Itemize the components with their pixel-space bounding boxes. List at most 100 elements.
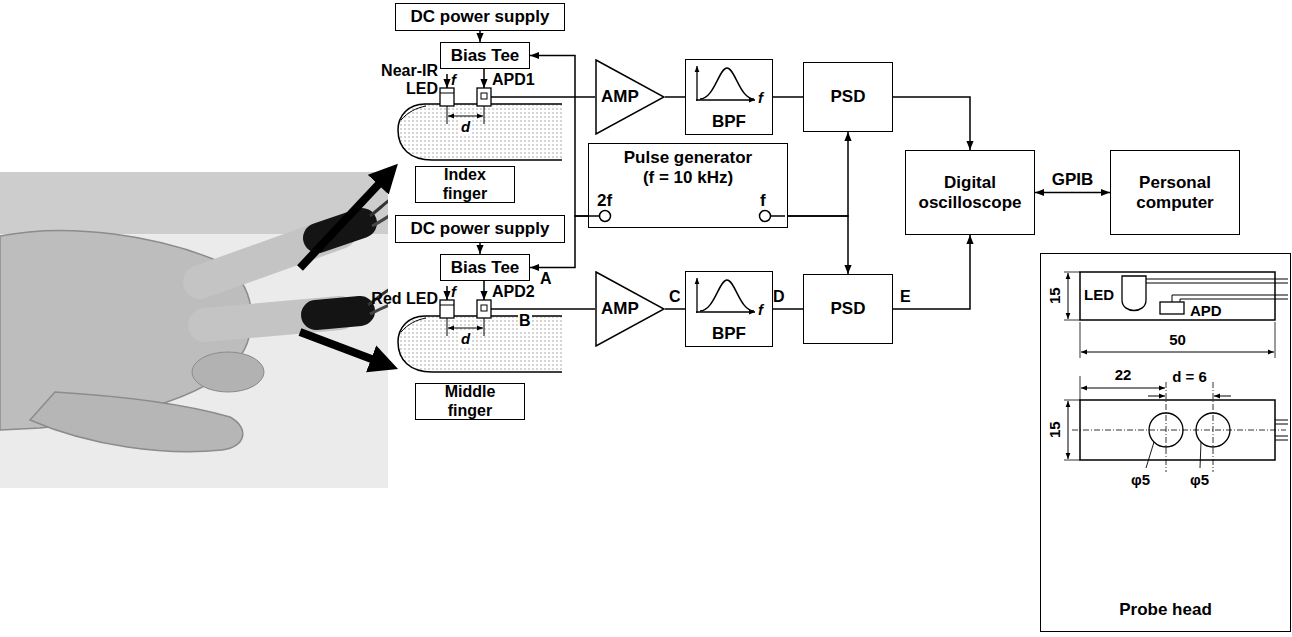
node-title: Personal computer (1117, 173, 1233, 212)
pointer-arrow (300, 170, 392, 268)
filter-response-icon (696, 99, 755, 100)
signal-connector (788, 216, 848, 274)
hand-photo (316, 311, 360, 315)
hand-photo (370, 198, 388, 216)
signal-connector (665, 96, 685, 98)
probe-head-inset: Probe head (1040, 253, 1291, 632)
node-title: AMP (601, 299, 639, 319)
node-text: BPF (686, 324, 772, 344)
finger-sensor-drawing (398, 104, 562, 160)
edge-label: GPIB (1050, 170, 1096, 190)
dimension-label: 15 (1045, 422, 1062, 439)
node-title: Middle finger (422, 383, 518, 420)
signal-connector (479, 243, 481, 254)
dimension-label: 22 (1115, 366, 1132, 383)
finger-sensor-drawing (440, 88, 454, 106)
hand-photo (30, 392, 243, 452)
pulse-generator-terminals (588, 211, 785, 222)
hand-photo (0, 172, 388, 488)
signal-connector (665, 308, 685, 310)
node-title: PSD (831, 299, 866, 319)
part-label: APD (1190, 302, 1222, 319)
node-title: AMP (601, 87, 639, 107)
probe-head-drawing (1172, 295, 1173, 302)
amplifier-outline (596, 272, 664, 346)
signal-connector (479, 31, 481, 42)
part-label: APD2 (492, 283, 535, 301)
probe-head-drawing (1275, 436, 1288, 437)
node-title: Digital oscilloscope (912, 173, 1028, 212)
node-title: Pulse generator (f = 10 kHz) (589, 148, 787, 187)
signal-connector (530, 56, 588, 217)
hand-photo (372, 214, 388, 226)
finger-sensor-drawing (477, 88, 491, 106)
probe-head-drawing (1146, 442, 1154, 468)
node-title: Bias Tee (451, 46, 520, 66)
pointer-arrow (300, 332, 390, 366)
probe-head-drawing (1200, 442, 1201, 468)
probe-head-drawing (1172, 295, 1288, 296)
bandpass-filter-box: fBPF (685, 271, 773, 347)
pulse-generator-terminals (760, 211, 771, 222)
amplifier-triangle: AMP (595, 271, 665, 347)
pulse-generator-terminals (588, 215, 600, 217)
finger-sensor-drawing (483, 69, 485, 88)
probe-head-drawing (1146, 279, 1288, 280)
finger-name-box: Index finger (415, 166, 515, 203)
probe-head-drawing (1081, 388, 1165, 389)
node-title: f (758, 301, 763, 318)
finger-sensor-drawing (440, 93, 454, 94)
probe-head-drawing (1064, 272, 1080, 273)
finger-sensor-drawing (491, 96, 595, 98)
node-text: 2f (597, 191, 612, 211)
dimension-label: d (460, 118, 471, 135)
filter-response-icon (696, 66, 755, 101)
probe-head-drawing (1214, 396, 1231, 397)
node-title: DC power supply (411, 7, 550, 27)
part-label: Red LED (366, 290, 438, 308)
node-title: Index finger (422, 166, 508, 203)
filter-response-icon (696, 278, 755, 313)
finger-name-box: Middle finger (415, 383, 525, 420)
finger-sensor-drawing (446, 74, 448, 88)
amplifier-outline (596, 60, 664, 134)
pulse-generator-terminals (600, 211, 611, 222)
dimension-label: d = 6 (1172, 368, 1207, 385)
bias-tee-box: Bias Tee (440, 42, 530, 69)
finger-sensor-drawing (484, 106, 485, 124)
phase-detector-box: PSD (803, 274, 893, 344)
finger-sensor-drawing (401, 106, 426, 120)
part-label: Near-IR LED (372, 62, 438, 99)
probe-head-drawing (1064, 320, 1080, 321)
probe-head-drawing (1122, 276, 1146, 311)
signal-connector (893, 97, 970, 150)
signal-connector (788, 132, 848, 216)
dimension-label: 50 (1169, 331, 1186, 348)
finger-sensor-drawing (447, 106, 448, 124)
node-title: DC power supply (411, 219, 550, 239)
bandpass-filter-box: fBPF (685, 59, 773, 135)
probe-head-drawing (1064, 272, 1288, 472)
probe-head-drawing (1068, 401, 1069, 459)
phase-detector-box: PSD (803, 62, 893, 132)
dimension-label: φ5 (1131, 471, 1150, 488)
probe-head-drawing (1080, 376, 1081, 400)
filter-response-icon (700, 68, 754, 99)
signal-connector (773, 96, 803, 98)
part-label: LED (1084, 286, 1114, 303)
probe-head-drawing (1068, 273, 1069, 319)
hand-photo (192, 352, 264, 392)
amplifier-triangle: AMP (595, 59, 665, 135)
point-label: B (518, 312, 532, 330)
node-text: f (760, 191, 766, 211)
finger-sensor-drawing (481, 93, 487, 99)
probe-head-drawing (1148, 396, 1165, 397)
probe-head-drawing (1064, 460, 1080, 461)
node-title: Bias Tee (451, 258, 520, 278)
point-label: C (669, 288, 681, 306)
probe-head-drawing (1166, 382, 1167, 472)
bias-tee-box: Bias Tee (440, 254, 530, 281)
part-label: APD1 (492, 71, 535, 89)
pulse-generator-terminals (771, 215, 786, 217)
node-title: Probe head (1041, 600, 1290, 620)
